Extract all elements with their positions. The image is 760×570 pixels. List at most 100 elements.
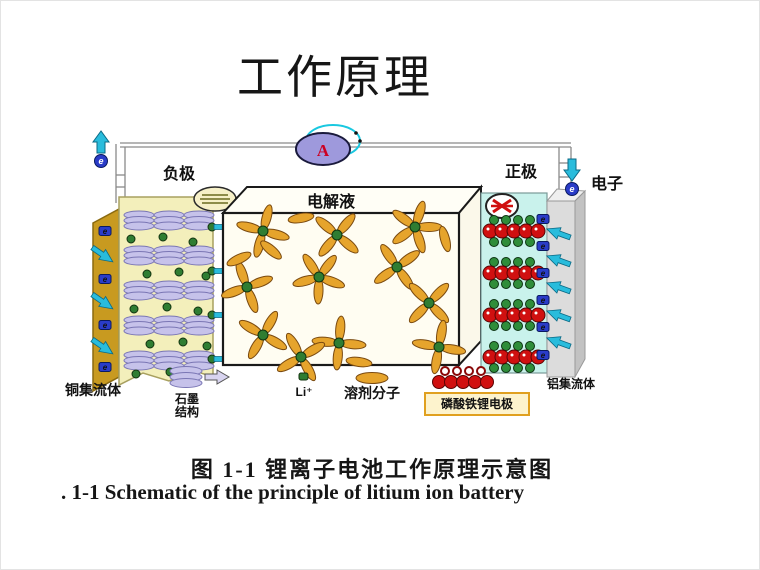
fepo4-cluster — [480, 375, 494, 389]
li-ion-dot — [158, 232, 168, 242]
electron-badge-box — [98, 362, 112, 372]
li-ion-label: Li⁺ — [296, 385, 313, 399]
lfp-cluster-rows — [482, 215, 546, 373]
lfp-knob — [440, 366, 450, 376]
electron-badge-box — [536, 322, 550, 332]
lfp-knob — [464, 366, 474, 376]
graphite-structure-label: 石墨 — [174, 392, 199, 406]
electron-badge — [94, 154, 108, 168]
electron-symbol: e — [103, 227, 108, 236]
graphite-layer-stack — [123, 350, 155, 371]
electron-badge: e — [536, 241, 550, 251]
highlight-dot — [498, 227, 502, 231]
li-ion-dot — [525, 321, 535, 331]
highlight-dot — [522, 269, 526, 273]
graphite-badge — [193, 186, 237, 212]
electron-arrow — [90, 244, 114, 263]
li-ion-dot — [142, 269, 152, 279]
ammeter-body — [295, 132, 351, 166]
lfp-cluster-row — [482, 299, 546, 331]
li-ion-dot — [257, 329, 269, 341]
graphite-layer-stack — [153, 280, 185, 301]
li-ion-dot — [333, 337, 345, 349]
electron-arrow — [90, 291, 114, 310]
highlight-dot — [522, 227, 526, 231]
li-ion-dot — [433, 341, 445, 353]
electron-symbol: e — [541, 323, 546, 332]
solvated-li-ion — [315, 213, 359, 257]
li-ion-dot — [501, 321, 511, 331]
electron-symbol: e — [541, 351, 546, 360]
lfp-cluster-row — [482, 257, 546, 289]
solvent-label: 溶剂分子 — [344, 385, 400, 401]
electron-badge: e — [98, 274, 112, 284]
graphite-layer-stack — [123, 315, 155, 336]
li-ion-dot — [489, 321, 499, 331]
li-ion-dot — [241, 281, 253, 293]
electron-badge: e — [98, 226, 112, 236]
highlight-dot — [486, 311, 490, 315]
electron-badge-box — [536, 295, 550, 305]
li-ion-dot — [525, 237, 535, 247]
electron-badge — [565, 182, 579, 196]
li-ion-dot — [174, 267, 184, 277]
electron-arrow — [545, 227, 572, 241]
slide-title: 工作原理 — [237, 52, 433, 103]
graphite-layer-stack — [183, 280, 215, 301]
li-ion-dot — [513, 321, 523, 331]
li-ion-dot — [513, 299, 523, 309]
graphite-layer-stack — [183, 350, 215, 371]
electron-arrow-down-icon — [563, 158, 581, 182]
fepo4-cluster — [444, 375, 458, 389]
li-ion-icon — [298, 372, 309, 381]
solvated-li-ion — [292, 253, 345, 305]
graphite-disc — [183, 326, 215, 336]
li-ion-dot — [126, 234, 136, 244]
lfp-cluster-icon — [432, 366, 494, 389]
negative-electrode-label: 负极 — [163, 164, 196, 183]
graphite-layer-stack — [153, 210, 185, 231]
fepo4-cluster — [530, 223, 546, 239]
electron-symbol: e — [541, 296, 546, 305]
electron-badge-box — [536, 268, 550, 278]
li-ion-dot — [409, 221, 421, 233]
electrolyte-right-face — [458, 184, 482, 368]
electron-badge-box — [536, 350, 550, 360]
highlight-dot — [510, 353, 514, 357]
li-ion-dot — [131, 369, 141, 379]
solvent-molecule — [287, 212, 315, 224]
solvent-molecule — [226, 251, 252, 267]
li-ion-dot — [501, 257, 511, 267]
electron-badge: e — [536, 322, 550, 332]
lfp-electrode-label: 磷酸铁锂电极 — [441, 396, 514, 411]
solvated-li-ion — [238, 310, 288, 360]
li-ion-dot — [525, 299, 535, 309]
graphite-layer-stack — [183, 315, 215, 336]
ammeter-letter: A — [317, 141, 330, 160]
graphite-disc — [153, 326, 185, 336]
li-ion-dot — [257, 225, 269, 237]
graphite-disc — [153, 256, 185, 266]
li-ion-dot — [501, 237, 511, 247]
electron-badge: e — [536, 214, 550, 224]
solvent-molecule — [345, 356, 373, 368]
electron-symbol: e — [541, 242, 546, 251]
li-ion-dot — [193, 306, 203, 316]
graphite-layer-stack — [183, 210, 215, 231]
li-ion-dot — [489, 299, 499, 309]
electron-badge: e — [98, 320, 112, 330]
copper-collector-label: 铜集流体 — [65, 382, 122, 398]
electron-symbol: e — [569, 184, 574, 194]
solvated-li-ion — [311, 315, 367, 371]
highlight-dot — [534, 227, 538, 231]
aluminum-side-face — [574, 189, 586, 379]
li-ion-dot — [513, 363, 523, 373]
solvated-li-ion — [408, 282, 450, 324]
li-ion-dot — [525, 279, 535, 289]
solvated-li-ion — [392, 200, 443, 254]
li-ion-dot — [313, 271, 325, 283]
ammeter-terminal-dot — [354, 131, 358, 135]
